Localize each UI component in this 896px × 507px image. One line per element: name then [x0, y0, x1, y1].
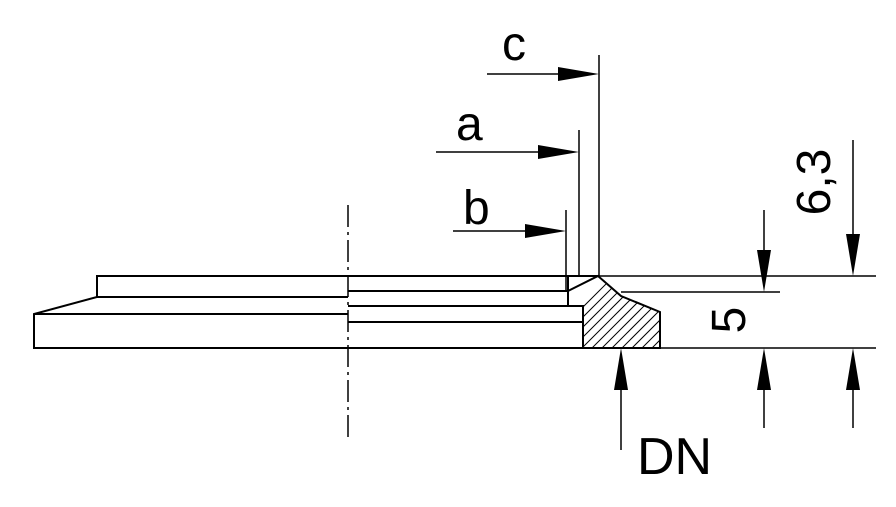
- dimension-a: a: [436, 98, 579, 159]
- extension-lines: [565, 55, 600, 291]
- label-dn: DN: [637, 428, 712, 486]
- label-a: a: [456, 98, 483, 151]
- label-thickness: 5: [703, 307, 756, 334]
- label-b: b: [463, 182, 490, 235]
- dimension-c: c: [487, 18, 599, 81]
- hatched-section: [567, 274, 661, 349]
- label-c: c: [502, 18, 526, 71]
- dimension-height: 6,3: [788, 140, 860, 428]
- gasket-outline: [33, 275, 598, 349]
- dimension-b: b: [453, 182, 566, 238]
- label-height: 6,3: [788, 149, 841, 216]
- dimension-dn: DN: [614, 348, 712, 486]
- dimension-thickness: 5: [598, 210, 876, 428]
